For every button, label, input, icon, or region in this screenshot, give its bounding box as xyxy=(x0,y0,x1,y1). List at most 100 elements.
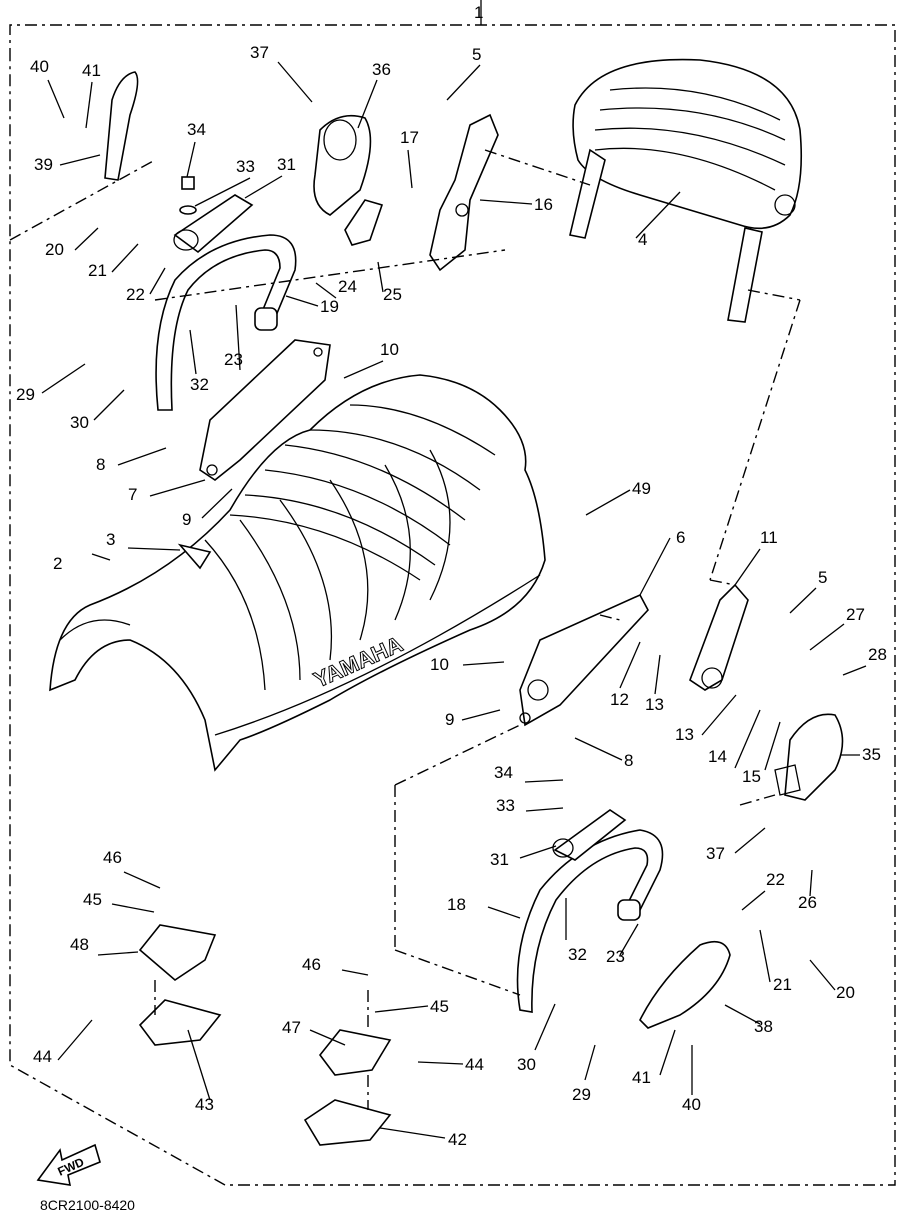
leader-line-10 xyxy=(479,199,533,205)
leader-line-7 xyxy=(194,177,251,207)
leader-line-36 xyxy=(654,654,661,695)
leader-line-23 xyxy=(117,447,167,466)
bracket-42-47 xyxy=(303,1029,392,1146)
leader-line-46 xyxy=(734,827,766,854)
part-label-6: 34 xyxy=(187,120,206,139)
part-label-8: 31 xyxy=(277,155,296,174)
part-label-59: 44 xyxy=(33,1047,52,1066)
bracket-11 xyxy=(689,583,749,691)
part-label-43: 34 xyxy=(494,763,513,782)
leader-line-17 xyxy=(377,261,384,293)
leader-line-0 xyxy=(47,79,65,119)
assembly-number: 1 xyxy=(474,3,483,22)
part-label-2: 39 xyxy=(34,155,53,174)
part-label-68: 42 xyxy=(448,1130,467,1149)
bracket-upper-parts xyxy=(313,113,499,272)
leader-line-16 xyxy=(315,282,337,299)
leader-line-32 xyxy=(809,623,845,651)
part-label-51: 18 xyxy=(447,895,466,914)
leader-line-40 xyxy=(764,721,781,771)
leader-line-22 xyxy=(343,360,384,379)
part-label-17: 25 xyxy=(383,285,402,304)
part-label-54: 23 xyxy=(606,947,625,966)
leader-line-24 xyxy=(149,479,206,497)
leader-line-44 xyxy=(525,807,564,812)
part-label-16: 24 xyxy=(338,277,357,296)
part-label-61: 47 xyxy=(282,1018,301,1037)
leader-line-8 xyxy=(244,175,283,199)
part-label-21: 30 xyxy=(70,413,89,432)
part-label-25: 9 xyxy=(182,510,191,529)
leader-line-66 xyxy=(659,1029,676,1076)
leader-line-51 xyxy=(487,906,521,919)
part-label-19: 32 xyxy=(190,375,209,394)
leader-line-3 xyxy=(277,61,313,103)
tail-light-35 xyxy=(774,713,844,801)
leader-line-30 xyxy=(734,548,761,586)
part-label-67: 40 xyxy=(682,1095,701,1114)
part-label-29: 6 xyxy=(676,528,685,547)
leader-lines xyxy=(41,61,867,1139)
part-label-37: 9 xyxy=(445,710,454,729)
leader-line-34 xyxy=(462,661,505,666)
leader-line-65 xyxy=(724,1004,761,1025)
part-label-34: 10 xyxy=(430,655,449,674)
part-label-62: 44 xyxy=(465,1055,484,1074)
leader-line-4 xyxy=(357,79,378,129)
part-label-56: 20 xyxy=(836,983,855,1002)
part-label-9: 17 xyxy=(400,128,419,147)
part-label-7: 33 xyxy=(236,157,255,176)
leader-line-54 xyxy=(619,923,639,956)
part-label-11: 4 xyxy=(638,230,647,249)
leader-line-45 xyxy=(519,845,557,859)
part-label-36: 13 xyxy=(645,695,664,714)
leader-line-55 xyxy=(759,929,771,983)
leader-line-9 xyxy=(407,149,413,189)
leader-line-18 xyxy=(235,304,241,371)
leader-line-58 xyxy=(374,1005,429,1013)
part-label-14: 22 xyxy=(126,285,145,304)
leader-line-60 xyxy=(187,1029,211,1101)
leader-line-62 xyxy=(417,1061,464,1065)
assembly-boundary xyxy=(9,0,896,1186)
fwd-arrow-icon xyxy=(36,1143,101,1186)
part-label-58: 45 xyxy=(430,997,449,1016)
part-label-10: 16 xyxy=(534,195,553,214)
leader-line-56 xyxy=(809,959,836,991)
leader-line-50 xyxy=(741,890,766,911)
leader-line-49 xyxy=(111,903,155,913)
part-label-18: 23 xyxy=(224,350,243,369)
part-label-13: 21 xyxy=(88,261,107,280)
leader-line-52 xyxy=(97,951,139,956)
part-label-30: 11 xyxy=(760,528,778,547)
part-label-12: 20 xyxy=(45,240,64,259)
part-label-15: 19 xyxy=(320,297,339,316)
part-label-46: 37 xyxy=(706,844,725,863)
leader-line-29 xyxy=(639,537,671,596)
leader-line-59 xyxy=(57,1019,93,1061)
part-label-24: 7 xyxy=(128,485,137,504)
part-label-57: 46 xyxy=(302,955,321,974)
part-label-38: 13 xyxy=(675,725,694,744)
part-label-52: 48 xyxy=(70,935,89,954)
grab-bar-lower xyxy=(516,809,664,1013)
leader-line-27 xyxy=(127,547,181,551)
leader-line-64 xyxy=(584,1044,596,1081)
part-label-41: 35 xyxy=(862,745,881,764)
part-label-60: 43 xyxy=(195,1095,214,1114)
part-38 xyxy=(639,940,731,1029)
leader-line-68 xyxy=(379,1127,446,1139)
part-label-5: 5 xyxy=(472,45,481,64)
leader-line-15 xyxy=(285,295,319,307)
part-label-42: 8 xyxy=(624,751,633,770)
leader-line-19 xyxy=(189,329,197,375)
diagram-code: 8CR2100-8420 xyxy=(40,1197,135,1213)
backrest-pad xyxy=(569,58,803,323)
leader-line-1 xyxy=(85,81,93,129)
leader-line-21 xyxy=(93,389,125,421)
leader-line-14 xyxy=(149,267,166,295)
part-label-64: 29 xyxy=(572,1085,591,1104)
part-label-47: 46 xyxy=(103,848,122,867)
part-label-22: 10 xyxy=(380,340,399,359)
